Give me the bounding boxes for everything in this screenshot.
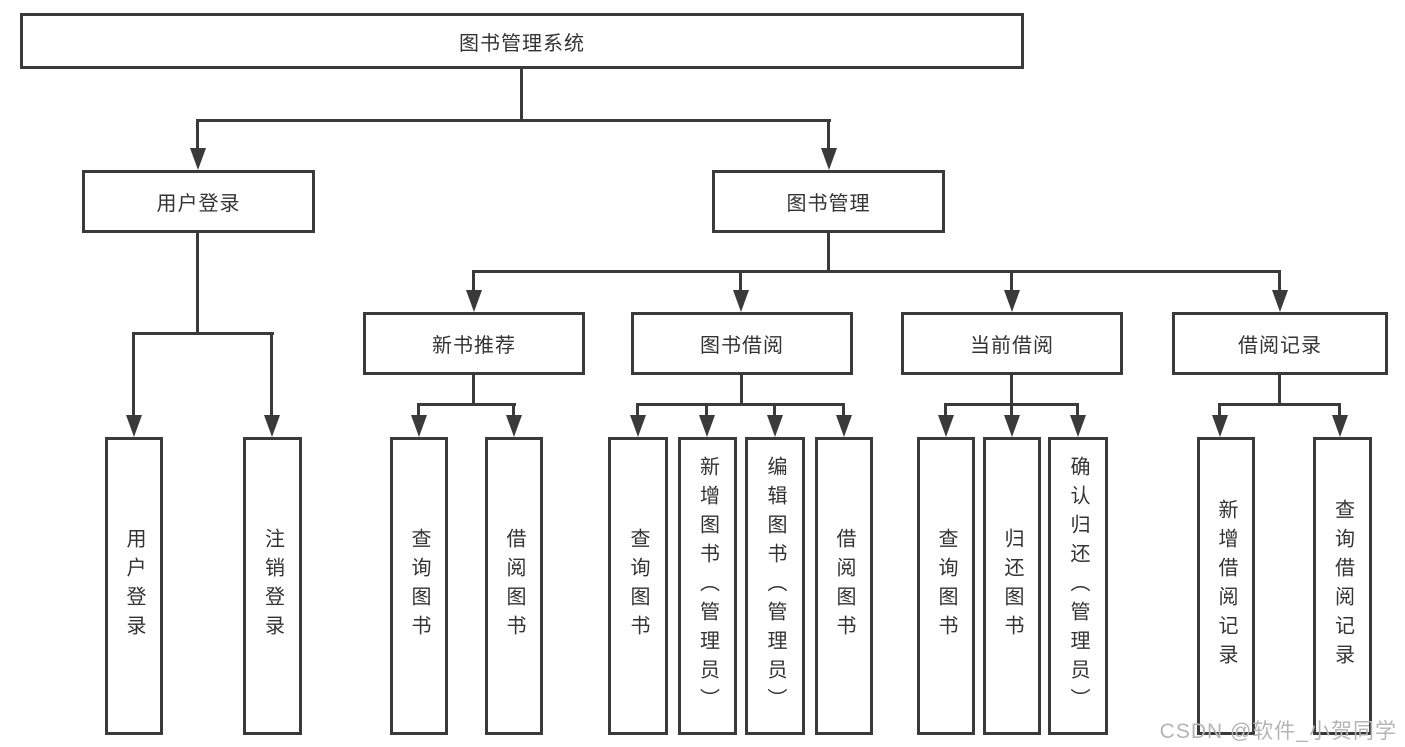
connector-to-leaf-logout	[270, 332, 273, 415]
leaf-logout: 注销登录	[243, 437, 302, 735]
arrow-head-current-borrow	[1004, 290, 1020, 312]
node-user-login: 用户登录	[82, 170, 315, 233]
watermark: CSDN @软件_小贺同学	[1159, 720, 1397, 743]
node-new-book-recommend-label: 新书推荐	[432, 335, 516, 357]
node-book-borrow: 图书借阅	[631, 312, 853, 375]
connector-to-leaf-add-record	[1218, 403, 1221, 415]
connector-to-leaf-borrow-book-1	[512, 403, 515, 415]
arrow-head-leaf-borrow-book-1	[506, 415, 522, 437]
connector-book-borrow-branch	[636, 403, 845, 406]
leaf-confirm-return-admin-label: 确认归还（管理员）	[1067, 455, 1089, 717]
leaf-borrow-book-2-label: 借阅图书	[833, 528, 855, 644]
leaf-query-book-3: 查询图书	[917, 437, 975, 735]
connector-to-leaf-query-book-1	[417, 403, 420, 415]
arrow-head-leaf-return-book	[1004, 415, 1020, 437]
node-book-management: 图书管理	[712, 170, 945, 233]
connector-to-leaf-user-login	[132, 332, 135, 415]
connector-to-leaf-return-book	[1010, 403, 1013, 415]
connector-to-leaf-add-book	[705, 403, 708, 415]
leaf-query-book-2: 查询图书	[608, 437, 668, 735]
connector-to-borrow-record	[1278, 270, 1281, 290]
node-root: 图书管理系统	[20, 13, 1024, 69]
connector-to-book-borrow	[739, 270, 742, 290]
connector-level3-branch	[472, 270, 1281, 273]
arrow-head-leaf-confirm-return	[1070, 415, 1086, 437]
arrow-head-leaf-query-book-1	[411, 415, 427, 437]
connector-to-leaf-edit-book	[773, 403, 776, 415]
leaf-return-book-label: 归还图书	[1001, 528, 1023, 644]
connector-to-leaf-query-book-2	[636, 403, 639, 415]
arrow-head-leaf-add-book	[699, 415, 715, 437]
connector-to-book-management	[827, 119, 830, 148]
node-borrow-record-label: 借阅记录	[1238, 335, 1322, 357]
connector-to-leaf-borrow-book-2	[842, 403, 845, 415]
arrow-head-leaf-logout	[264, 415, 280, 437]
node-root-label: 图书管理系统	[459, 32, 585, 55]
leaf-query-borrow-record-label: 查询借阅记录	[1331, 499, 1354, 673]
connector-borrow-record-stem	[1278, 375, 1281, 406]
arrow-head-book-management	[821, 148, 837, 170]
connector-borrow-record-branch	[1218, 403, 1341, 406]
connector-to-leaf-query-book-3	[944, 403, 947, 415]
leaf-borrow-book-1: 借阅图书	[485, 437, 543, 735]
leaf-add-borrow-record: 新增借阅记录	[1197, 437, 1255, 735]
node-borrow-record: 借阅记录	[1172, 312, 1388, 375]
arrow-head-leaf-edit-book	[767, 415, 783, 437]
node-book-management-label: 图书管理	[786, 193, 871, 215]
node-book-borrow-label: 图书借阅	[700, 335, 784, 357]
connector-new-book-branch	[417, 403, 516, 406]
leaf-query-book-1: 查询图书	[390, 437, 448, 735]
leaf-add-book-admin: 新增图书（管理员）	[678, 437, 737, 735]
arrow-head-user-login	[190, 148, 206, 170]
connector-to-new-book	[472, 270, 475, 290]
leaf-logout-label: 注销登录	[261, 528, 284, 644]
leaf-add-book-admin-label: 新增图书（管理员）	[696, 455, 719, 717]
connector-to-user-login	[196, 119, 199, 148]
connector-user-login-branch	[132, 332, 274, 335]
connector-new-book-stem	[472, 375, 475, 406]
leaf-add-borrow-record-label: 新增借阅记录	[1215, 499, 1237, 673]
arrow-head-leaf-query-book-2	[630, 415, 646, 437]
connector-to-current-borrow	[1010, 270, 1013, 290]
node-new-book-recommend: 新书推荐	[363, 312, 585, 375]
leaf-user-login: 用户登录	[105, 437, 163, 735]
arrow-head-leaf-query-record	[1332, 415, 1348, 437]
connector-level2-branch	[196, 119, 831, 122]
leaf-return-book: 归还图书	[983, 437, 1041, 735]
leaf-confirm-return-admin: 确认归还（管理员）	[1048, 437, 1108, 735]
connector-current-borrow-stem	[1010, 375, 1013, 406]
arrow-head-leaf-add-record	[1212, 415, 1228, 437]
leaf-borrow-book-2: 借阅图书	[815, 437, 873, 735]
arrow-head-borrow-record	[1272, 290, 1288, 312]
node-current-borrow-label: 当前借阅	[970, 335, 1054, 357]
leaf-query-book-1-label: 查询图书	[408, 528, 430, 644]
connector-root-stem	[520, 69, 523, 121]
arrow-head-new-book	[466, 290, 482, 312]
connector-to-leaf-query-record	[1338, 403, 1341, 415]
node-current-borrow: 当前借阅	[901, 312, 1123, 375]
connector-book-management-stem	[827, 233, 830, 273]
arrow-head-leaf-user-login	[126, 415, 142, 437]
connector-book-borrow-stem	[740, 375, 743, 406]
arrow-head-leaf-query-book-3	[938, 415, 954, 437]
arrow-head-leaf-borrow-book-2	[836, 415, 852, 437]
arrow-head-book-borrow	[733, 290, 749, 312]
connector-user-login-stem	[196, 233, 199, 334]
leaf-query-book-2-label: 查询图书	[627, 528, 649, 644]
leaf-query-borrow-record: 查询借阅记录	[1313, 437, 1372, 735]
leaf-query-book-3-label: 查询图书	[935, 528, 957, 644]
leaf-user-login-label: 用户登录	[123, 528, 145, 644]
leaf-edit-book-admin-label: 编辑图书（管理员）	[764, 455, 786, 717]
connector-to-leaf-confirm-return	[1076, 403, 1079, 415]
node-user-login-label: 用户登录	[156, 193, 241, 215]
leaf-edit-book-admin: 编辑图书（管理员）	[745, 437, 805, 735]
leaf-borrow-book-1-label: 借阅图书	[503, 528, 525, 644]
